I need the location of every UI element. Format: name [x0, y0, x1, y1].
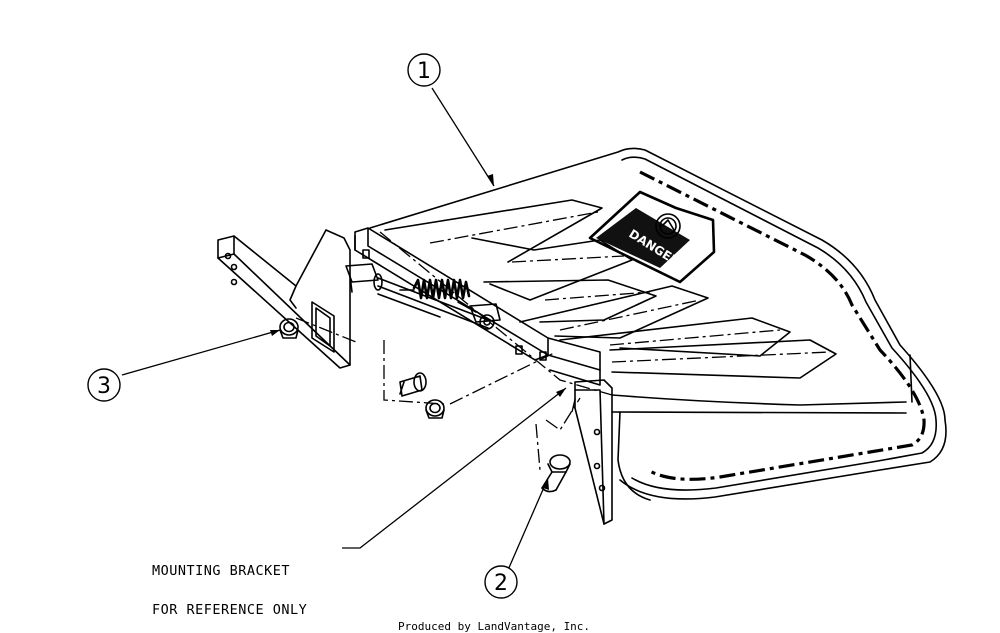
flange-nut-left [279, 318, 299, 339]
leader-callout-3 [121, 329, 281, 376]
discharge-deflector [369, 147, 947, 501]
note-line-1: MOUNTING BRACKET [152, 563, 291, 579]
footer-credit: Produced by LandVantage, Inc. [398, 620, 591, 633]
hinge-rod-spring [373, 273, 495, 330]
callout-2-label: 2 [494, 571, 508, 596]
callout-3-label: 3 [97, 374, 111, 399]
callout-1: 1 [407, 53, 441, 87]
mounting-bracket-note: MOUNTING BRACKET FOR REFERENCE ONLY [152, 539, 307, 630]
danger-decal: DANGER [588, 190, 716, 284]
callout-3: 3 [87, 368, 121, 402]
callout-1-label: 1 [417, 59, 431, 84]
mounting-bracket-right [574, 379, 613, 525]
callout-2: 2 [484, 565, 518, 599]
mounting-bracket-left [217, 229, 351, 369]
hardware [279, 317, 581, 493]
leader-callout-2 [507, 477, 549, 571]
leader-mounting-note [342, 387, 567, 549]
hinge-bar [345, 227, 601, 386]
leader-lines [121, 87, 567, 571]
note-line-2: FOR REFERENCE ONLY [152, 602, 308, 618]
leader-callout-1 [431, 87, 495, 187]
carriage-bolt-upper [399, 372, 427, 397]
torsion-spring [412, 278, 471, 300]
